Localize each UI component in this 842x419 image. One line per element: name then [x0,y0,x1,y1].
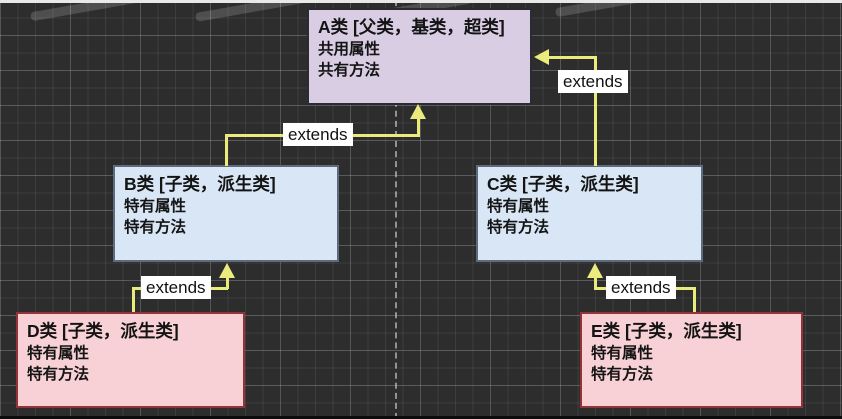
class-b-title: B类 [子类，派生类] [124,174,276,194]
arrowhead-up-icon [587,263,603,278]
class-box-a-parent: A类 [父类，基类，超类] 共用属性 共有方法 [307,8,532,105]
arrow-segment [417,117,420,136]
class-box-c-child: C类 [子类，派生类] 特有属性 特有方法 [476,165,703,262]
arrow-segment [693,287,696,312]
top-edge-strip [0,0,842,3]
light-streak [30,0,150,22]
arrow-segment [226,276,229,289]
arrow-segment [132,287,135,312]
arrow-segment [594,56,597,166]
class-d-title: D类 [子类，派生类] [27,321,179,341]
class-a-attribute: 共用属性 [318,41,381,58]
class-b-attribute: 特有属性 [124,198,187,215]
bottom-edge-strip [0,416,842,419]
class-box-b-child: B类 [子类，派生类] 特有属性 特有方法 [113,165,339,262]
extends-label: extends [141,276,211,299]
class-a-method: 共有方法 [318,62,381,79]
class-c-method: 特有方法 [487,219,550,236]
vertical-dashed-guide-line [395,0,397,419]
extends-label: extends [283,123,353,146]
class-e-title: E类 [子类，派生类] [591,321,742,341]
arrow-segment [546,56,597,59]
class-box-e-subclass: E类 [子类，派生类] 特有属性 特有方法 [580,312,803,408]
class-c-attribute: 特有属性 [487,198,550,215]
extends-label: extends [606,276,676,299]
arrowhead-up-icon [219,263,235,278]
class-b-method: 特有方法 [124,219,187,236]
class-box-d-subclass: D类 [子类，派生类] 特有属性 特有方法 [16,312,245,408]
arrow-segment [225,134,228,166]
class-d-attribute: 特有属性 [27,345,90,362]
arrowhead-up-icon [410,104,426,119]
class-d-method: 特有方法 [27,366,90,383]
class-a-title: A类 [父类，基类，超类] [318,17,505,37]
arrow-segment [594,276,597,289]
class-c-title: C类 [子类，派生类] [487,174,639,194]
light-streak [195,0,310,22]
extends-label: extends [558,70,628,93]
arrowhead-left-icon [534,49,549,65]
class-e-method: 特有方法 [591,366,654,383]
class-e-attribute: 特有属性 [591,345,654,362]
